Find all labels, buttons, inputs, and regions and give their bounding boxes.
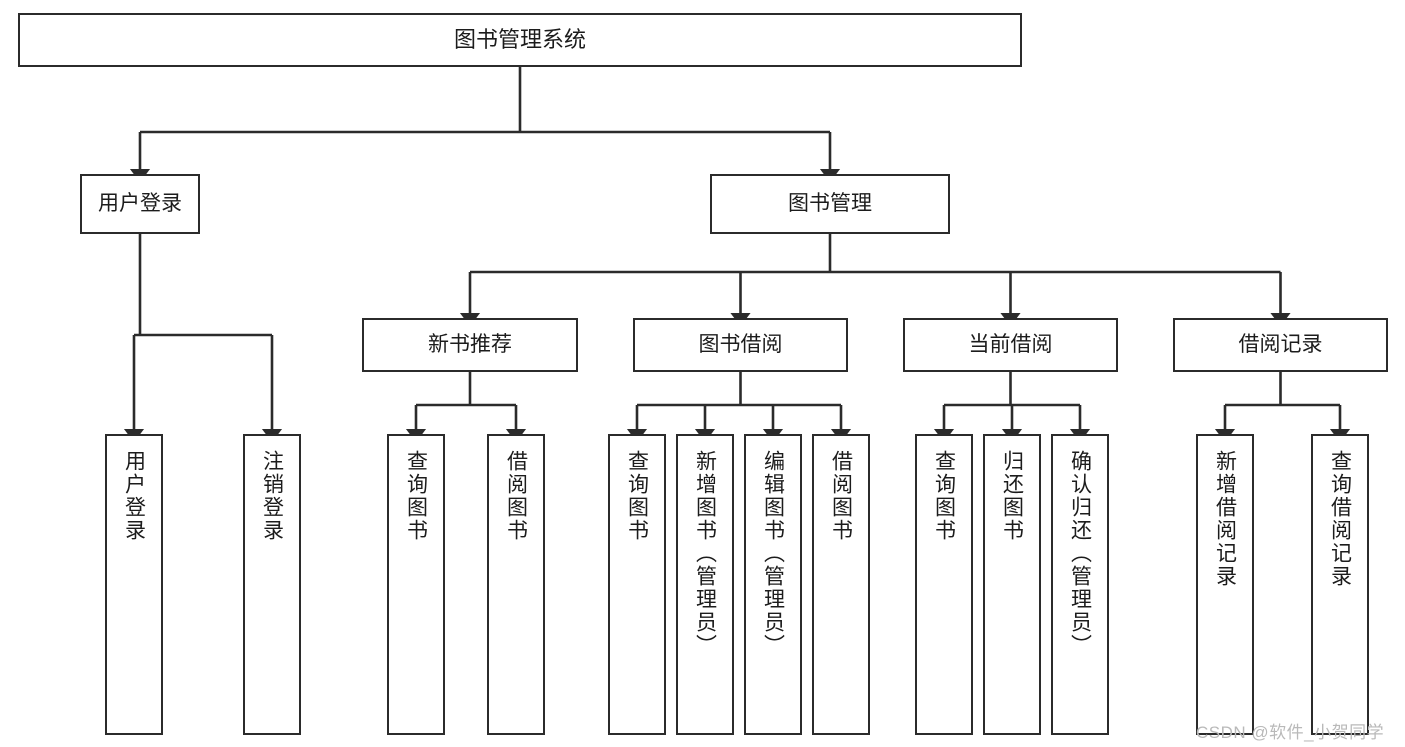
node-label: 借阅图书 [504, 450, 528, 542]
node-label: 归还图书 [1000, 450, 1024, 542]
node-leaf-bw-borrow[interactable]: 借阅图书 [812, 434, 870, 735]
node-label: 当前借阅 [968, 332, 1053, 356]
node-label: 注销登录 [260, 450, 284, 542]
node-label: 新书推荐 [428, 332, 512, 356]
node-label: 图书借阅 [698, 332, 783, 356]
watermark-label: CSDN @软件_小贺同学 [1196, 723, 1385, 742]
node-label: 查询图书 [625, 450, 649, 542]
node-label: 借阅图书 [829, 450, 853, 542]
node-leaf-rc-query[interactable]: 查询借阅记录 [1311, 434, 1369, 735]
node-current[interactable]: 当前借阅 [903, 318, 1118, 372]
node-label: 查询图书 [404, 450, 428, 542]
node-newbook[interactable]: 新书推荐 [362, 318, 578, 372]
node-label: 查询借阅记录 [1328, 450, 1352, 588]
node-label: 编辑图书（管理员） [761, 450, 785, 657]
node-leaf-login[interactable]: 用户登录 [105, 434, 163, 735]
node-label: 借阅记录 [1238, 332, 1323, 356]
node-label: 新增借阅记录 [1213, 450, 1237, 588]
node-label: 用户登录 [122, 450, 146, 542]
node-borrow[interactable]: 图书借阅 [633, 318, 848, 372]
node-leaf-bw-add[interactable]: 新增图书（管理员） [676, 434, 734, 735]
node-login[interactable]: 用户登录 [80, 174, 200, 234]
node-label: 图书管理 [788, 191, 872, 215]
node-records[interactable]: 借阅记录 [1173, 318, 1388, 372]
node-leaf-cu-return[interactable]: 归还图书 [983, 434, 1041, 735]
node-leaf-bw-query[interactable]: 查询图书 [608, 434, 666, 735]
node-leaf-cu-query[interactable]: 查询图书 [915, 434, 973, 735]
node-leaf-cu-confirm[interactable]: 确认归还（管理员） [1051, 434, 1109, 735]
node-label: 用户登录 [98, 191, 182, 215]
node-root[interactable]: 图书管理系统 [18, 13, 1022, 67]
node-label: 新增图书（管理员） [693, 450, 717, 657]
node-label: 查询图书 [932, 450, 956, 542]
node-leaf-rc-add[interactable]: 新增借阅记录 [1196, 434, 1254, 735]
edge-paths [123, 67, 1351, 443]
node-leaf-nb-borrow[interactable]: 借阅图书 [487, 434, 545, 735]
node-leaf-bw-edit[interactable]: 编辑图书（管理员） [744, 434, 802, 735]
node-leaf-nb-query[interactable]: 查询图书 [387, 434, 445, 735]
node-label: 图书管理系统 [453, 27, 586, 53]
node-label: 确认归还（管理员） [1068, 450, 1092, 657]
node-leaf-logout[interactable]: 注销登录 [243, 434, 301, 735]
node-bookmgmt[interactable]: 图书管理 [710, 174, 950, 234]
